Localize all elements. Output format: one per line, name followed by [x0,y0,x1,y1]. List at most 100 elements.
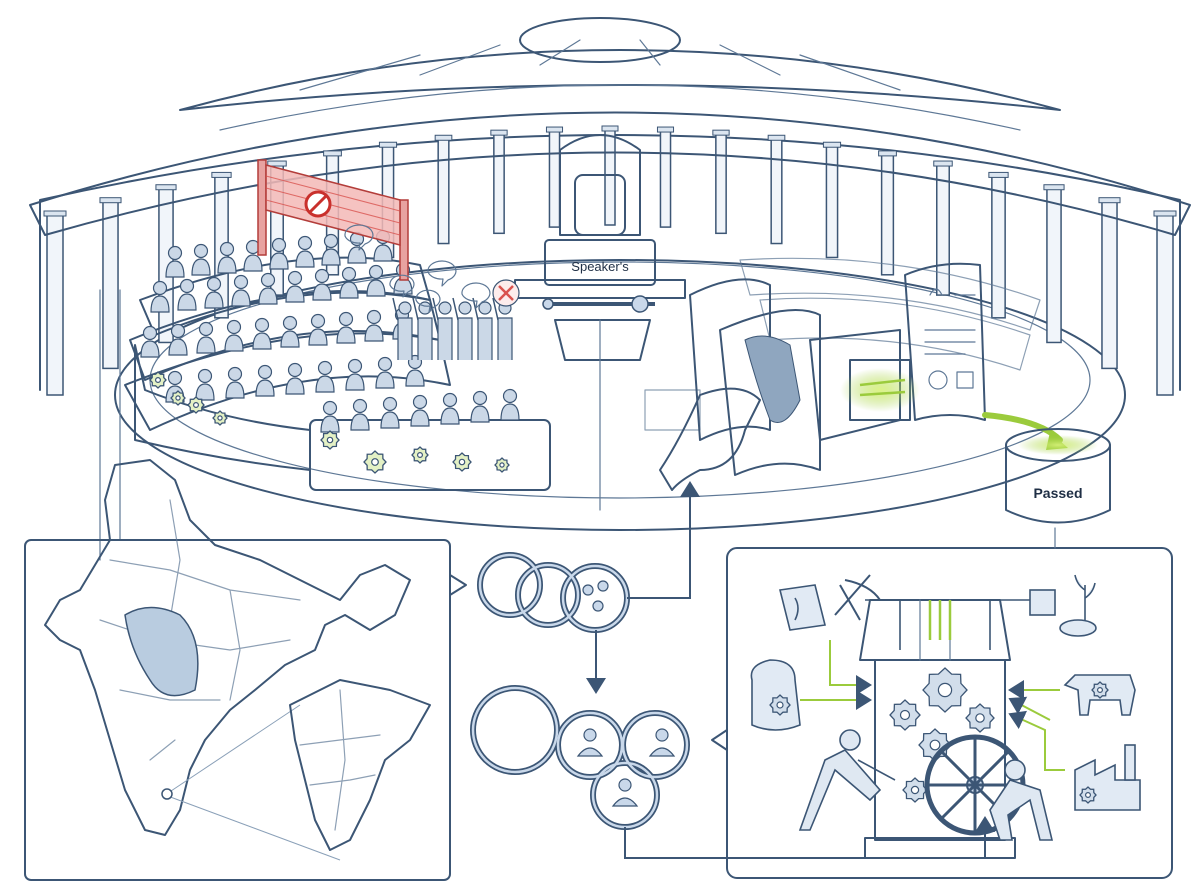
speaker-chair-icon: Speaker's [514,134,686,299]
mp-figure [375,356,395,389]
column-icon [933,160,953,296]
wheel [924,734,1026,836]
gear-icon [320,430,340,450]
chamber-table [554,319,651,511]
wheat-icon [1029,574,1097,637]
mp-figure [225,366,245,399]
mp-figure [195,368,215,401]
poles [99,289,121,561]
mp-figure [165,245,185,278]
column-icon [601,125,619,226]
speaker-label: Speaker's [571,259,629,274]
column-icon [767,134,786,245]
mp-figure [295,235,315,268]
mp-figure [217,241,237,274]
mp-figure [258,272,278,305]
column-icon [822,141,842,259]
interlocking-rings-icon [470,481,995,859]
mp-figure [315,360,335,393]
machine-panel [711,527,1173,879]
gear-icon [363,450,387,474]
gear-icon [889,667,995,803]
zoom-lines [164,704,341,861]
gear-icon [889,699,921,731]
mp-figure [364,309,384,342]
map-panel [24,459,467,881]
mp-figure [224,319,244,352]
mp-figure [312,268,332,301]
mp-figure [269,237,289,270]
protester-figure [412,297,433,360]
column-icon [712,129,730,235]
no-entry-icon [304,190,332,218]
mp-figure [339,266,359,299]
mp-figure [410,394,430,427]
gear-icon [1091,681,1109,699]
mp-figure [347,231,367,264]
mp-figure [204,276,224,309]
sack-icon [750,584,826,731]
gear-icon [1079,786,1097,804]
dome-cap [519,17,681,63]
basket-icon: Passed [1005,428,1111,524]
gear-icon [170,390,186,406]
column-icon [1098,197,1121,370]
shredder-icon [809,329,920,441]
column-icon [434,134,453,245]
parliament-building: Speaker's [29,17,1191,561]
machine-icon [859,599,1026,859]
gear-icon [965,703,995,733]
document-scroll-icon [689,262,986,476]
column-icon [1153,210,1177,396]
passed-label: Passed [1033,485,1082,501]
protester-figure [452,297,473,360]
mp-figure [350,398,370,431]
worker-icon [798,729,1054,841]
column-icon [656,126,675,228]
chamber-floor [114,259,1126,531]
mp-figure [405,354,425,387]
protester-figure [472,297,493,360]
mp-figure [308,313,328,346]
mp-figure [285,362,305,395]
mp-figure [345,358,365,391]
mp-figure [168,323,188,356]
protester-figure [492,297,513,360]
gear-icon [411,446,429,464]
network-nodes [582,580,609,612]
highlighted-state [124,606,199,697]
speech-bubble-icon [344,224,520,313]
column-icon [99,197,122,370]
mp-figure [366,264,386,297]
protester-figure [392,297,413,360]
gear-icon [187,396,205,414]
gear-icon [452,452,472,472]
dome-ribs [219,39,1021,131]
mp-figure [285,270,305,303]
mp-figure [320,400,340,433]
india-map-icon [44,459,411,836]
mp-figure [191,243,211,276]
mp-figure [380,396,400,429]
zoomed-map [289,679,431,851]
barrier-icon [257,159,409,281]
dome-icon [179,49,1061,111]
mp-figure [177,278,197,311]
mp-figure [150,280,170,313]
mp-figure [500,388,520,421]
gear-icon [902,777,928,803]
mp-figure [196,321,216,354]
mp-figure [243,239,263,272]
column-icon [490,129,508,235]
mp-figure [440,392,460,425]
mp-figure [140,325,160,358]
mp-figure [231,274,251,307]
hand-icon [659,387,761,491]
tools-icon [834,574,881,621]
column-icon [43,210,67,396]
gear-icon [922,667,968,713]
gear-icon [769,694,791,716]
dome-ring [29,111,1191,236]
